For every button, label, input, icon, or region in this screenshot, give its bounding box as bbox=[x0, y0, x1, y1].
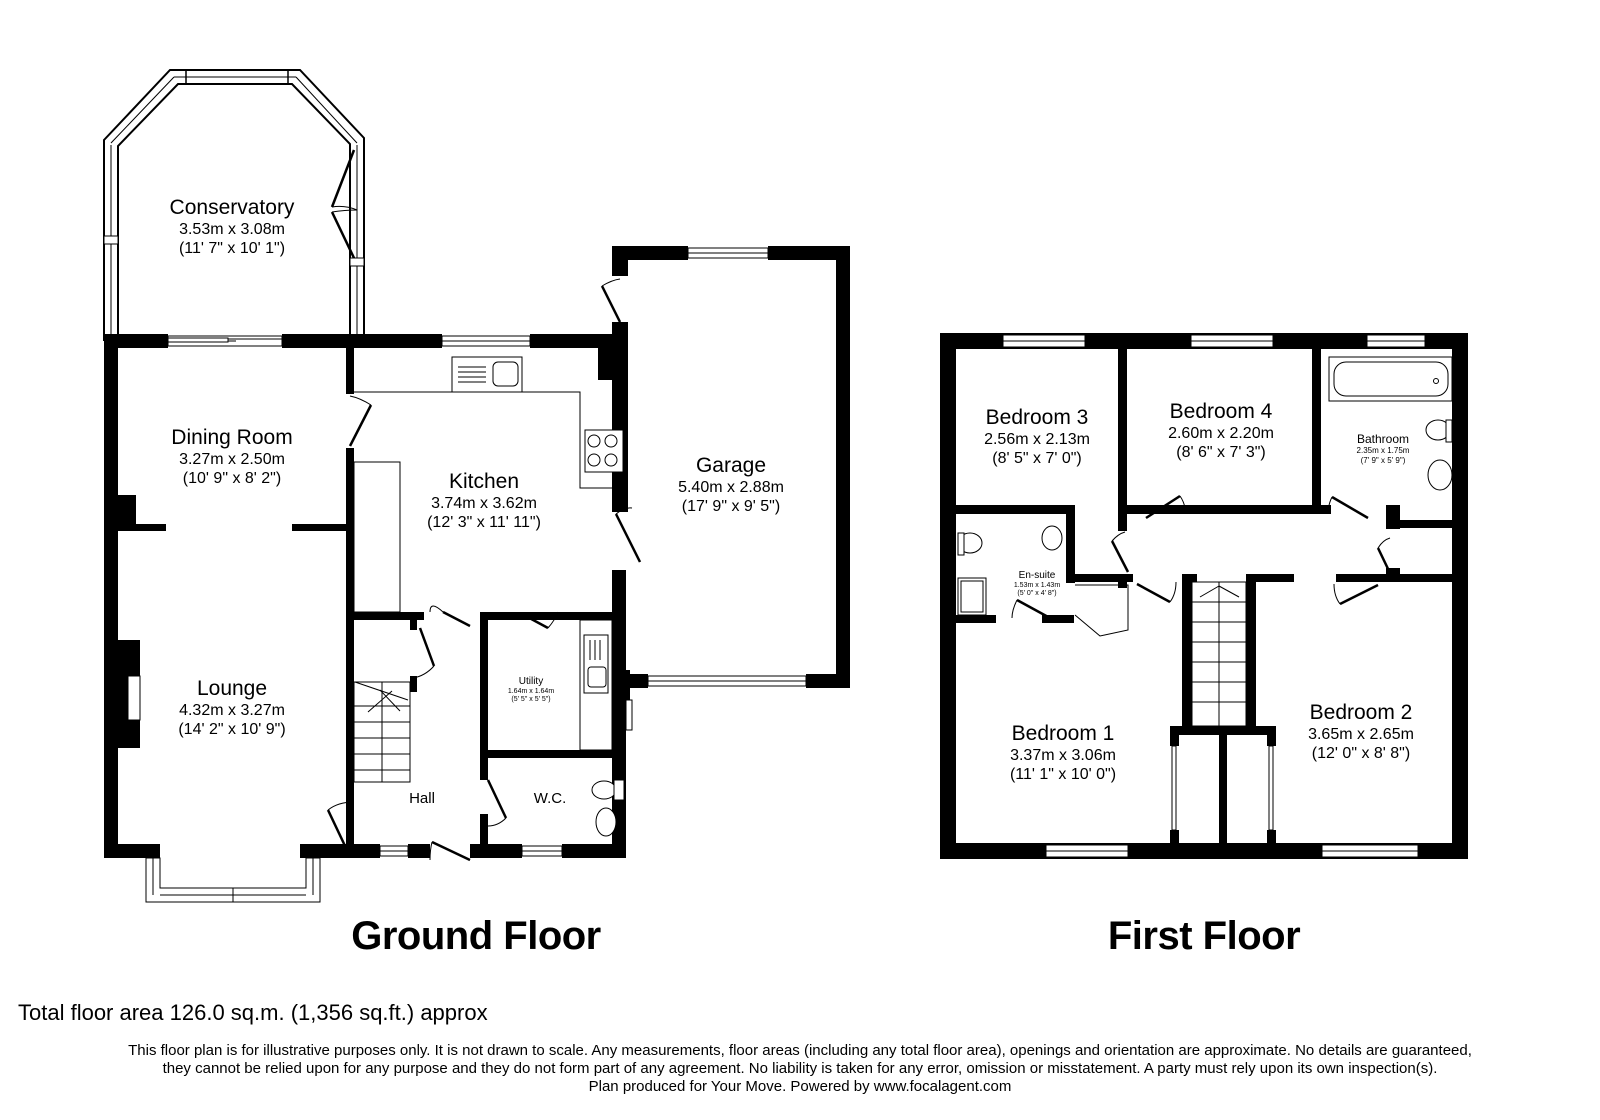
room-name: Conservatory bbox=[169, 196, 295, 219]
room-label-lounge: Lounge 4.32m x 3.27m (14' 2" x 10' 9") bbox=[178, 677, 285, 740]
room-dimensions-imperial: (11' 7" x 10' 1") bbox=[178, 239, 286, 257]
room-dimensions-metric: 3.74m x 3.62m bbox=[431, 494, 537, 512]
room-name: Bedroom 2 bbox=[1309, 701, 1413, 724]
first-floor-title: First Floor bbox=[1107, 914, 1301, 958]
room-dimensions-imperial: (14' 2" x 10' 9") bbox=[178, 720, 286, 738]
room-name: Bedroom 3 bbox=[985, 406, 1089, 429]
room-dimensions-metric: 2.60m x 2.20m bbox=[1168, 424, 1274, 442]
room-dimensions-metric: 3.27m x 2.50m bbox=[179, 450, 285, 468]
room-name: Utility bbox=[518, 676, 544, 687]
room-dimensions-metric: 2.56m x 2.13m bbox=[984, 430, 1090, 448]
room-name: Lounge bbox=[196, 677, 268, 700]
room-label-bedroom-2: Bedroom 2 3.65m x 2.65m (12' 0" x 8' 8") bbox=[1308, 701, 1414, 764]
room-name: Dining Room bbox=[171, 426, 293, 449]
room-name: Garage bbox=[695, 454, 767, 477]
first-floor-fixtures bbox=[957, 356, 1453, 727]
room-dimensions-metric: 3.37m x 3.06m bbox=[1010, 746, 1116, 764]
room-dimensions-imperial: (11' 1" x 10' 0") bbox=[1009, 765, 1117, 783]
first-floor-windows bbox=[1002, 334, 1426, 858]
room-label-bedroom-1: Bedroom 1 3.37m x 3.06m (11' 1" x 10' 0"… bbox=[1010, 722, 1116, 785]
first-floor-plan bbox=[940, 333, 1468, 859]
ground-floor-walls bbox=[104, 246, 850, 858]
room-name: Bedroom 1 bbox=[1011, 722, 1115, 745]
room-name: Kitchen bbox=[448, 470, 520, 493]
room-dimensions-metric: 1.64m x 1.64m bbox=[507, 687, 555, 695]
ground-floor-title: Ground Floor bbox=[351, 914, 601, 958]
ground-stairs bbox=[353, 681, 411, 783]
room-label-garage: Garage 5.40m x 2.88m (17' 9" x 9' 5") bbox=[678, 454, 784, 517]
room-label-dining-room: Dining Room 3.27m x 2.50m (10' 9" x 8' 2… bbox=[171, 426, 292, 489]
kitchen-fixtures bbox=[127, 356, 625, 837]
disclaimer-line: This floor plan is for illustrative purp… bbox=[128, 1042, 1472, 1059]
disclaimer-line: they cannot be relied upon for any purpo… bbox=[162, 1060, 1438, 1077]
room-name: Bedroom 4 bbox=[1169, 400, 1273, 423]
room-dimensions-metric: 1.53m x 1.43m bbox=[1013, 581, 1061, 589]
room-label-en-suite: En-suite 1.53m x 1.43m (5' 0" x 4' 8") bbox=[1014, 570, 1060, 599]
room-label-utility: Utility 1.64m x 1.64m (5' 5" x 5' 5") bbox=[508, 676, 554, 705]
ground-floor-doors bbox=[167, 278, 642, 862]
room-label-hall: Hall bbox=[409, 790, 435, 808]
disclaimer: This floor plan is for illustrative purp… bbox=[0, 1042, 1600, 1096]
room-dimensions-metric: 4.32m x 3.27m bbox=[179, 701, 285, 719]
room-label-bedroom-3: Bedroom 3 2.56m x 2.13m (8' 5" x 7' 0") bbox=[984, 406, 1090, 469]
room-label-bedroom-4: Bedroom 4 2.60m x 2.20m (8' 6" x 7' 3") bbox=[1168, 400, 1274, 463]
disclaimer-line: Plan produced for Your Move. Powered by … bbox=[588, 1078, 1012, 1095]
ground-floor-plan bbox=[103, 69, 850, 903]
room-dimensions-imperial: (5' 5" x 5' 5") bbox=[511, 696, 551, 704]
room-dimensions-metric: 3.65m x 2.65m bbox=[1308, 725, 1414, 743]
room-name: Hall bbox=[409, 790, 435, 807]
room-dimensions-imperial: (8' 6" x 7' 3") bbox=[1176, 443, 1266, 461]
conservatory-french-door bbox=[330, 149, 358, 259]
room-name: W.C. bbox=[533, 790, 567, 807]
room-label-conservatory: Conservatory 3.53m x 3.08m (11' 7" x 10'… bbox=[170, 196, 295, 259]
room-label-wc: W.C. bbox=[534, 790, 567, 808]
room-dimensions-imperial: (12' 0" x 8' 8") bbox=[1311, 744, 1411, 762]
room-dimensions-imperial: (5' 0" x 4' 8") bbox=[1017, 590, 1057, 598]
room-dimensions-metric: 3.53m x 3.08m bbox=[179, 220, 285, 238]
room-dimensions-imperial: (8' 5" x 7' 0") bbox=[992, 449, 1082, 467]
room-name: Bathroom bbox=[1356, 432, 1410, 446]
room-dimensions-imperial: (7' 9" x 5' 9") bbox=[1360, 455, 1406, 465]
first-floor-doors bbox=[1011, 494, 1392, 831]
room-name: En-suite bbox=[1018, 570, 1056, 581]
room-dimensions-metric: 2.35m x 1.75m bbox=[1356, 446, 1410, 456]
room-dimensions-imperial: (12' 3" x 11' 11") bbox=[427, 513, 541, 531]
room-dimensions-imperial: (17' 9" x 9' 5") bbox=[681, 497, 781, 515]
room-label-bathroom: Bathroom 2.35m x 1.75m (7' 9" x 5' 9") bbox=[1357, 432, 1410, 465]
ground-floor-windows bbox=[145, 247, 807, 903]
total-floor-area: Total floor area 126.0 sq.m. (1,356 sq.f… bbox=[18, 1000, 488, 1025]
room-dimensions-imperial: (10' 9" x 8' 2") bbox=[182, 469, 282, 487]
room-label-kitchen: Kitchen 3.74m x 3.62m (12' 3" x 11' 11") bbox=[427, 470, 541, 533]
room-dimensions-metric: 5.40m x 2.88m bbox=[678, 478, 784, 496]
